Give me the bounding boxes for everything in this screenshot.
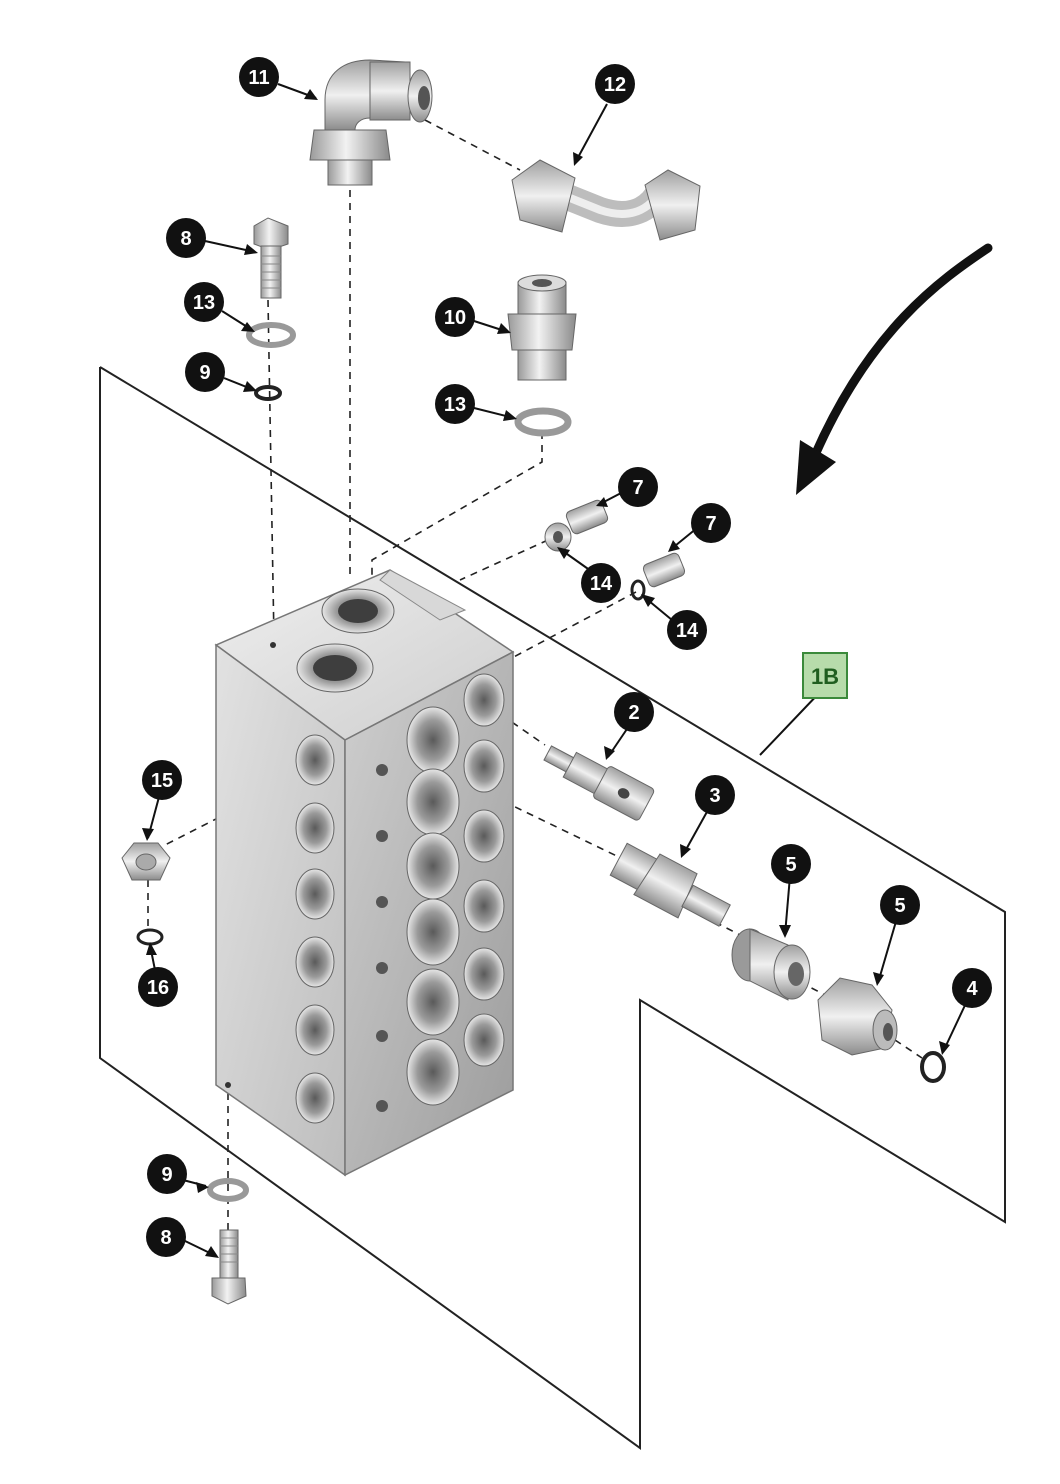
svg-text:10: 10 <box>444 307 466 329</box>
callout-3: 3 <box>695 775 735 815</box>
part-9-washer-bottom <box>207 1178 249 1202</box>
part-9-oring-top <box>254 385 282 401</box>
part-10-straight-fitting <box>507 274 577 381</box>
part-2-cartridge-valve <box>543 745 655 821</box>
callout-5: 5 <box>771 844 811 884</box>
part-14-oring-b <box>630 579 646 601</box>
callout-15: 15 <box>142 760 182 800</box>
svg-text:14: 14 <box>590 573 613 595</box>
reference-tag-1b: 1B <box>802 652 848 699</box>
part-4-oring <box>920 1051 946 1083</box>
part-5-nut <box>817 977 898 1056</box>
part-13-washer-mid <box>514 407 572 437</box>
callout-14: 14 <box>581 563 621 603</box>
svg-text:9: 9 <box>161 1164 172 1186</box>
part-15-hex-nut <box>121 842 171 881</box>
svg-text:13: 13 <box>193 292 215 314</box>
part-8-bolt-top <box>253 217 289 299</box>
part-7-cartridge-b <box>642 552 686 588</box>
svg-text:12: 12 <box>604 74 626 96</box>
svg-text:3: 3 <box>709 785 720 807</box>
svg-text:8: 8 <box>180 228 191 250</box>
part-11-elbow-fitting <box>309 59 433 186</box>
side-ports <box>376 673 505 1112</box>
svg-text:9: 9 <box>199 362 210 384</box>
svg-text:14: 14 <box>676 620 699 642</box>
part-5-sleeve <box>731 928 811 1001</box>
leader-arrowheads <box>142 89 950 1258</box>
callout-11: 11 <box>239 57 279 97</box>
part-13-washer-top <box>246 322 296 348</box>
front-ports <box>295 734 335 1124</box>
callout-7: 7 <box>618 467 658 507</box>
part-14-plug-a <box>544 522 572 552</box>
part-16-oring <box>136 928 164 946</box>
svg-text:5: 5 <box>894 895 905 917</box>
callout-5: 5 <box>880 885 920 925</box>
manifold-block <box>214 569 515 1177</box>
svg-text:13: 13 <box>444 394 466 416</box>
part-8-bolt-bottom <box>211 1229 247 1305</box>
svg-text:7: 7 <box>632 477 643 499</box>
callouts: 11 12 8 13 9 10 13 7 7 14 14 2 3 5 5 4 1… <box>138 57 992 1257</box>
callout-8: 8 <box>146 1217 186 1257</box>
svg-text:5: 5 <box>785 854 796 876</box>
callout-9: 9 <box>147 1154 187 1194</box>
svg-text:16: 16 <box>147 977 169 999</box>
callout-2: 2 <box>614 692 654 732</box>
svg-text:8: 8 <box>160 1227 171 1249</box>
direction-arrow-icon <box>796 243 993 495</box>
callout-8: 8 <box>166 218 206 258</box>
callout-9: 9 <box>185 352 225 392</box>
part-7-cartridge-a <box>565 499 609 535</box>
svg-text:11: 11 <box>248 67 269 89</box>
reference-tag-label: 1B <box>811 664 839 689</box>
callout-12: 12 <box>595 64 635 104</box>
svg-text:15: 15 <box>151 770 173 792</box>
part-3-fitting <box>609 842 731 927</box>
svg-text:2: 2 <box>628 702 639 724</box>
reference-plane-outline <box>99 366 1006 1450</box>
callout-10: 10 <box>435 297 475 337</box>
svg-text:4: 4 <box>966 978 978 1000</box>
callout-14: 14 <box>667 610 707 650</box>
callout-13: 13 <box>435 384 475 424</box>
callout-7: 7 <box>691 503 731 543</box>
callout-4: 4 <box>952 968 992 1008</box>
callout-16: 16 <box>138 967 178 1007</box>
part-12-bent-tube <box>511 159 701 241</box>
callout-13: 13 <box>184 282 224 322</box>
svg-text:7: 7 <box>705 513 716 535</box>
